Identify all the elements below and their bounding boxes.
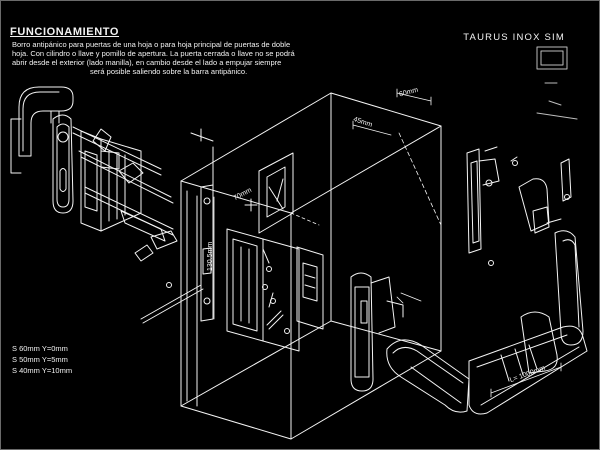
lever-handle-left [10, 86, 74, 174]
section-title: FUNCIONAMIENTO [10, 26, 120, 38]
push-bar-assembly [386, 230, 588, 415]
dimension-label-plate-height: 130.5mm [207, 241, 214, 271]
mounting-bracket-right [466, 146, 518, 266]
brand-logo-mark [536, 46, 578, 120]
latch-mechanism-center [226, 198, 324, 352]
description-line: será posible saliendo sobre la barra ant… [90, 67, 248, 76]
description-line: hoja. Con cilindro o llave y pomillo de … [12, 49, 295, 58]
description-line: Borro antipánico para puertas de una hoj… [12, 40, 291, 49]
mortise-plate-left [80, 130, 142, 232]
spindle-assembly [72, 126, 284, 330]
brand-label: TAURUS INOX SIM [463, 32, 565, 43]
size-row: S 40mm Y=10mm [12, 366, 73, 375]
size-row: S 50mm Y=5mm [12, 355, 68, 364]
description-text: Borro antipánico para puertas de una hoj… [12, 40, 372, 76]
lock-body [180, 92, 442, 440]
dimension-lines [213, 88, 562, 398]
size-row: S 60mm Y=0mm [12, 344, 68, 353]
push-plate-center [350, 272, 404, 392]
size-table: S 60mm Y=0mm S 50mm Y=5mm S 40mm Y=10mm [12, 343, 72, 376]
description-line: abrir desde el exterior (lado manilla), … [12, 58, 282, 67]
end-bracket-right [518, 158, 572, 234]
escutcheon-plate-left [52, 114, 74, 214]
